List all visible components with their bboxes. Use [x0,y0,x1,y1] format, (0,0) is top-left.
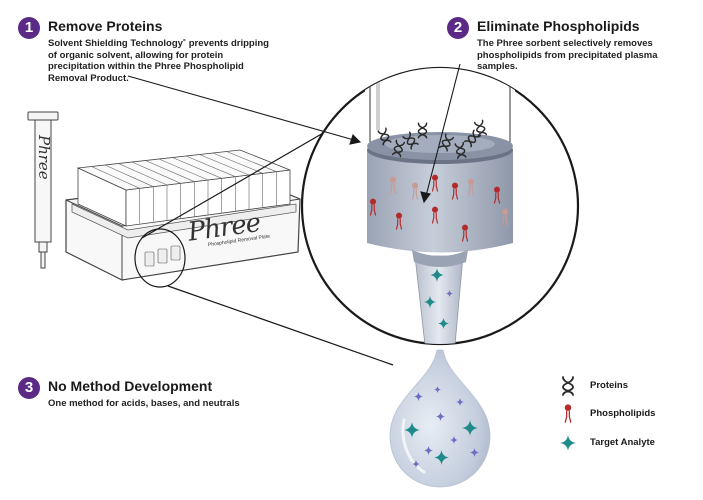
syringe: Phree [27,111,59,269]
step-number-badge: 1 [18,17,40,39]
syringe-brand-text: Phree [35,134,53,180]
legend-label: Target Analyte [590,437,655,448]
protein-icon [562,376,574,396]
zoom-circle [300,66,580,346]
phospholipid-icon [564,404,572,423]
step-number-badge: 2 [447,17,469,39]
step-description: One method for acids, bases, and neutral… [48,398,240,409]
step-description: Solvent Shielding Technology˚ prevents d… [48,38,269,84]
magnifier-connectors [134,113,394,366]
step-title: Eliminate Phospholipids [477,18,640,34]
well-plate [65,149,301,281]
step-title: No Method Development [48,378,213,394]
analyte-star-icon [560,435,576,451]
step-title: Remove Proteins [48,18,163,34]
callout-arrows [127,63,461,204]
step-description: The Phree sorbent selectively removes ph… [477,38,658,72]
step-number-badge: 3 [18,377,40,399]
legend-label: Phospholipids [590,408,656,419]
legend-label: Proteins [590,380,629,391]
